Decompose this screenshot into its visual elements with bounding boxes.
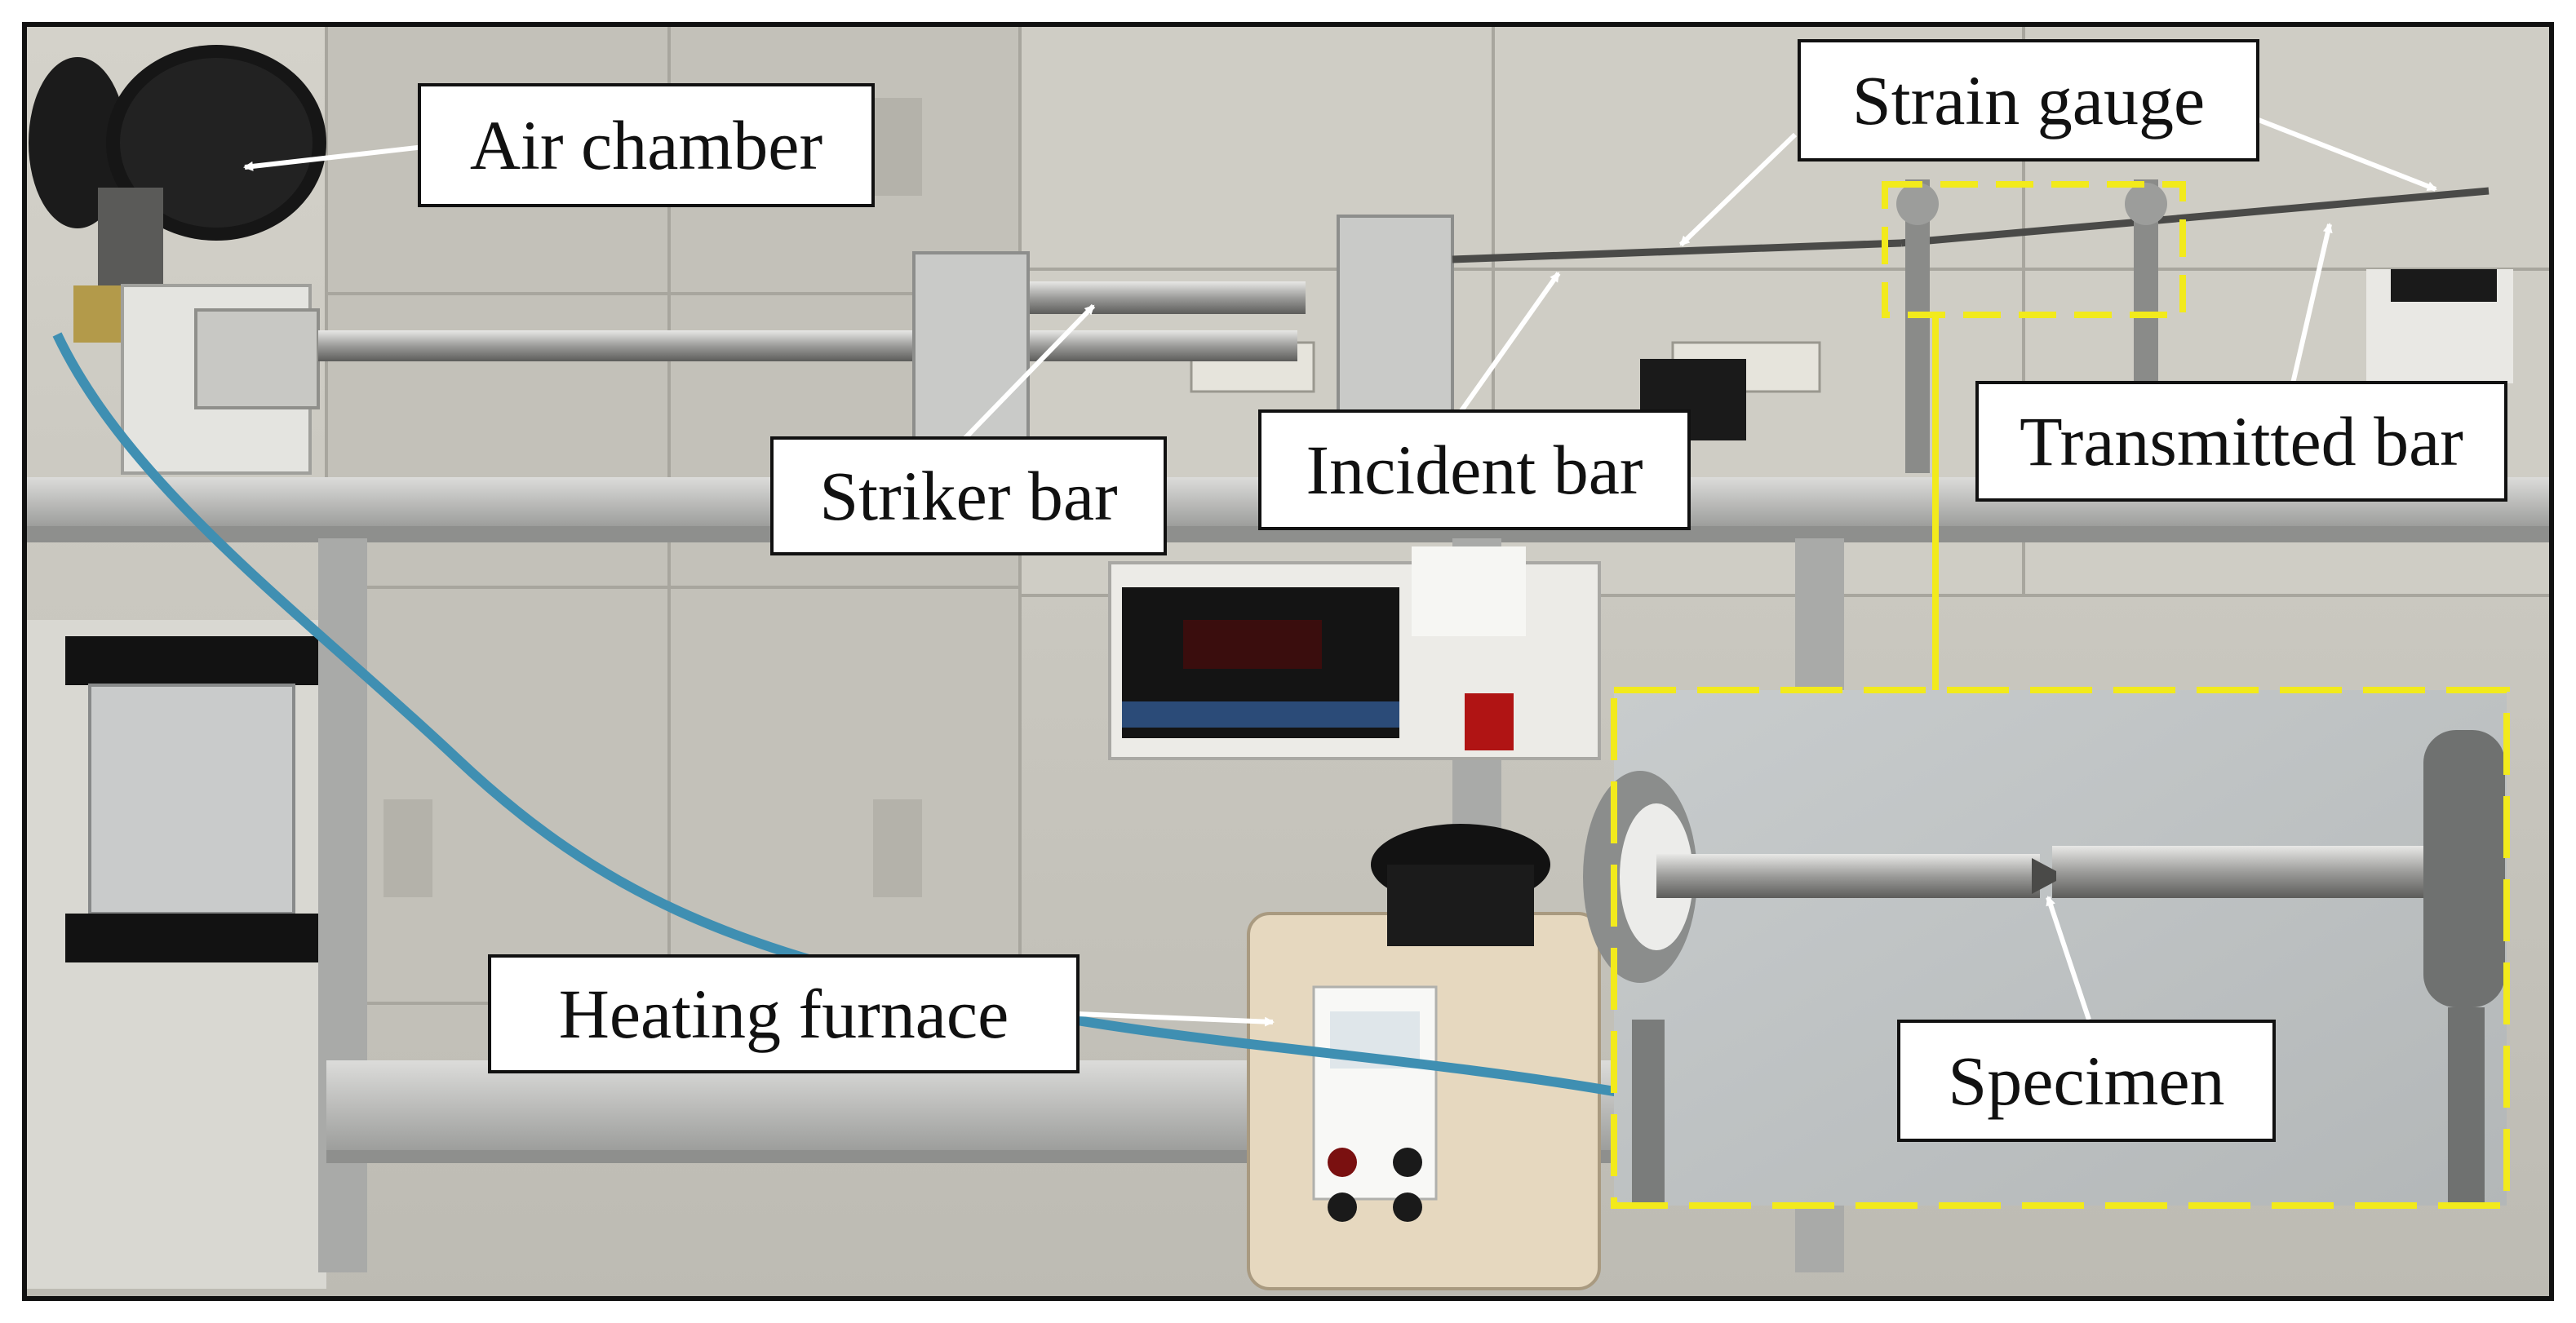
label-air-chamber: Air chamber: [418, 83, 875, 207]
annotation-arrows: [243, 112, 2437, 1027]
label-specimen: Specimen: [1897, 1020, 2276, 1142]
arrow-specimen: [2046, 896, 2091, 1020]
arrow-striker-bar: [960, 303, 1096, 443]
specimen-region-highlight: [1882, 181, 2186, 318]
specimen-inset: [1583, 687, 2510, 1209]
arrow-air-chamber: [243, 144, 425, 171]
label-strain-gauge: Strain gauge: [1798, 39, 2259, 162]
label-transmitted-bar: Transmitted bar: [1975, 381, 2507, 502]
pneumatic-cylinder: [65, 636, 318, 962]
air-chamber-device: [29, 45, 326, 475]
label-heating-furnace: Heating furnace: [488, 954, 1080, 1073]
arrow-transmitted-bar: [2290, 223, 2333, 384]
label-incident-bar: Incident bar: [1258, 409, 1691, 530]
arrow-heating-furnace: [1076, 1011, 1275, 1027]
arrow-strain-gauge-left: [1678, 132, 1798, 247]
temperature-controller: [1108, 546, 1601, 760]
arrow-incident-bar: [1458, 272, 1561, 414]
air-hose: [52, 332, 1625, 1098]
arrow-strain-gauge-right: [2242, 112, 2437, 192]
figure-border: [22, 22, 2554, 1301]
label-striker-bar: Striker bar: [770, 436, 1167, 555]
